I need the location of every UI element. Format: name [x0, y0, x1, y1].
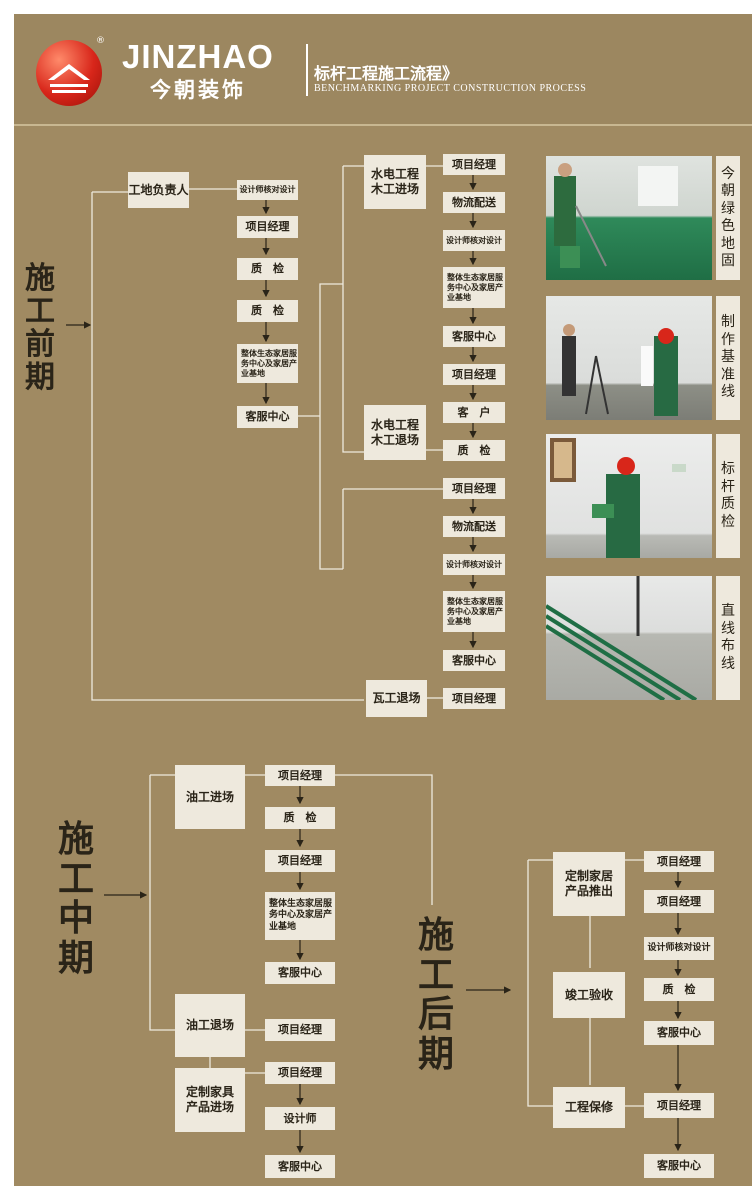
mep-exit-step-1: 客 户 [443, 402, 505, 423]
early-step-4: 质 检 [237, 300, 298, 322]
mep-step-1: 项目经理 [443, 154, 505, 175]
mep-step-3: 设计师核对设计 [443, 230, 505, 251]
tile-step-5: 客服中心 [443, 650, 505, 671]
early-step-6: 客服中心 [237, 406, 298, 428]
mep-exit-box: 水电工程木工退场 [364, 405, 426, 460]
paint-entry-box: 油工进场 [175, 765, 245, 829]
late-step-1: 项目经理 [644, 851, 714, 872]
caption-4: 直线布线 [716, 576, 740, 700]
paint-step-2: 质 检 [265, 807, 335, 829]
furniture-entry-box: 定制家具产品进场 [175, 1068, 245, 1132]
completion-acceptance-box: 竣工验收 [553, 972, 625, 1018]
tile-step-1: 项目经理 [443, 478, 505, 499]
caption-3: 标杆质检 [716, 434, 740, 558]
late-step-6: 项目经理 [644, 1093, 714, 1118]
mep-step-4: 整体生态家居服务中心及家居产业基地 [443, 267, 505, 308]
logo-icon [36, 40, 102, 106]
late-step-2: 项目经理 [644, 890, 714, 913]
furniture-step-2: 设计师 [265, 1107, 335, 1130]
laser-level-photo [546, 296, 712, 420]
mep-entry-box: 水电工程木工进场 [364, 155, 426, 209]
late-step-4: 质 检 [644, 978, 714, 1001]
tile-exit-box: 瓦工退场 [366, 680, 427, 717]
mep-exit-step-2: 质 检 [443, 440, 505, 461]
site-manager-box: 工地负责人 [128, 172, 189, 208]
furniture-step-1: 项目经理 [265, 1062, 335, 1084]
warranty-box: 工程保修 [553, 1087, 625, 1128]
page-subtitle: BENCHMARKING PROJECT CONSTRUCTION PROCES… [314, 83, 587, 94]
furniture-step-3: 客服中心 [265, 1155, 335, 1178]
paint-exit-box: 油工退场 [175, 994, 245, 1057]
paint-step-4: 整体生态家居服务中心及家居产业基地 [265, 892, 335, 940]
header [14, 14, 752, 126]
brand-name-en: JINZHAO [122, 38, 274, 75]
paint-step-1: 项目经理 [265, 765, 335, 786]
early-step-3: 质 检 [237, 258, 298, 280]
paint-step-3: 项目经理 [265, 850, 335, 872]
late-step-3: 设计师核对设计 [644, 937, 714, 960]
quality-inspection-photo [546, 434, 712, 558]
phase-middle-label: 施工中期 [58, 819, 95, 979]
mep-step-6: 项目经理 [443, 364, 505, 385]
paint-step-5: 客服中心 [265, 962, 335, 984]
early-step-2: 项目经理 [237, 216, 298, 238]
early-step-5: 整体生态家居服务中心及家居产业基地 [237, 344, 298, 383]
paint-exit-step: 项目经理 [265, 1019, 335, 1041]
wiring-conduit-photo [546, 576, 712, 700]
page-title: 标杆工程施工流程》 [314, 64, 459, 83]
tile-step-2: 物流配送 [443, 516, 505, 537]
late-step-5: 客服中心 [644, 1021, 714, 1045]
tile-step-4: 整体生态家居服务中心及家居产业基地 [443, 591, 505, 632]
brand-name-cn: 今朝装饰 [150, 78, 246, 102]
mep-step-2: 物流配送 [443, 192, 505, 213]
tile-exit-step: 项目经理 [443, 688, 505, 709]
phase-late-label: 施工后期 [418, 915, 455, 1075]
early-step-1: 设计师核对设计 [237, 180, 298, 200]
mep-step-5: 客服中心 [443, 326, 505, 347]
tile-step-3: 设计师核对设计 [443, 554, 505, 575]
registered-mark: ® [96, 36, 105, 46]
custom-home-launch-box: 定制家居产品推出 [553, 852, 625, 916]
caption-2: 制作基准线 [716, 296, 740, 420]
caption-1: 今朝绿色地固 [716, 156, 740, 280]
late-step-7: 客服中心 [644, 1154, 714, 1178]
header-divider [306, 44, 308, 96]
worker-painting-floor-photo [546, 156, 712, 280]
phase-early-label: 施工前期 [25, 261, 55, 395]
